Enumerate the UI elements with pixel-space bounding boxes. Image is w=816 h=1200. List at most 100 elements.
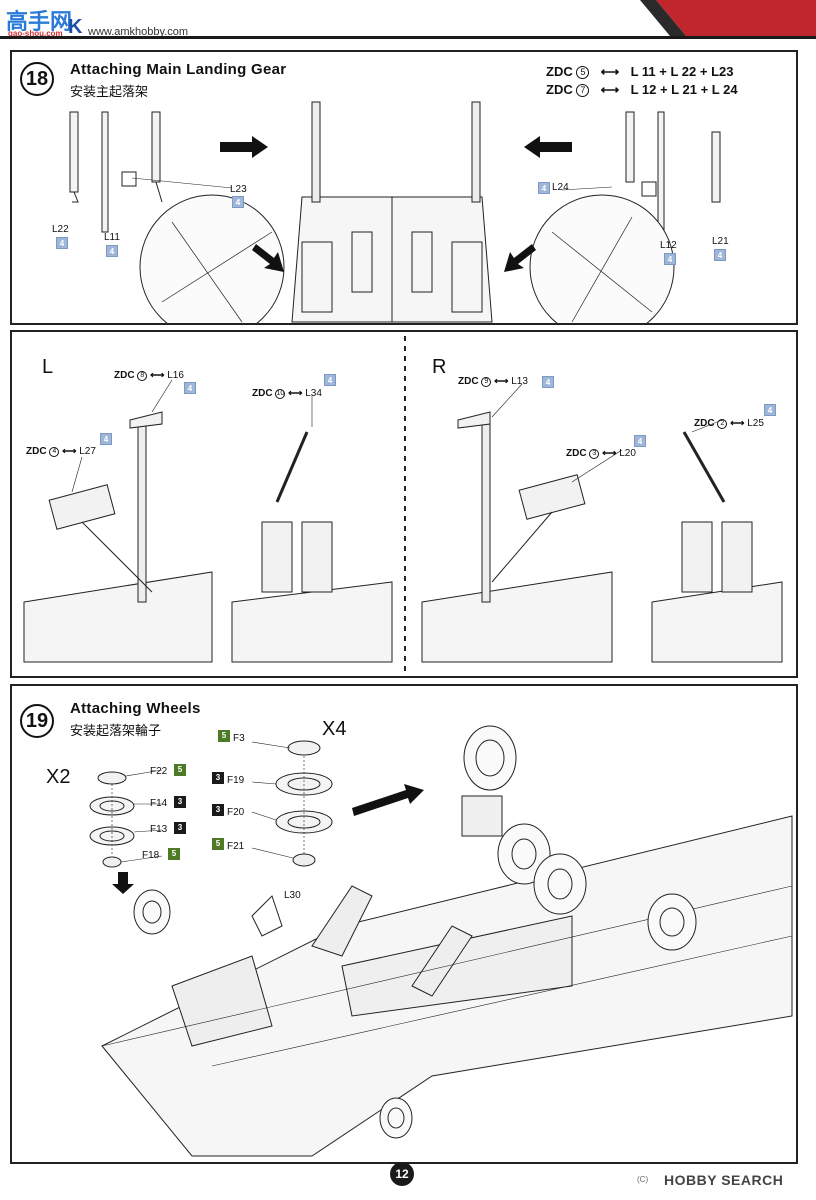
logo-sub-text: gao-shou.com	[8, 29, 63, 38]
zdc-prefix: ZDC	[114, 370, 135, 381]
site-logo[interactable]: 高手网 K gao-shou.com	[6, 4, 88, 38]
step-title: Attaching Main Landing Gear	[70, 61, 287, 78]
double-arrow-icon: ⟷	[600, 64, 620, 79]
part-label-l24: L24	[552, 182, 569, 193]
zdc-number: 8	[137, 371, 148, 381]
color-ref-badge: 3	[212, 772, 224, 784]
quantity-x4: X4	[322, 718, 347, 740]
zdc-instruction-8: ZDC 8 ⟷ L16	[114, 370, 184, 381]
zdc-number: 4	[49, 447, 60, 457]
zdc-instruction-7: ZDC 7 ⟷ L 12 + L 21 + L 24	[546, 82, 738, 98]
double-arrow-icon: ⟷	[600, 82, 620, 97]
zdc-instruction-9: ZDC 9 ⟷ L13	[458, 376, 528, 387]
color-ref-badge: 5	[212, 838, 224, 850]
color-ref-badge: 5	[218, 730, 230, 742]
instruction-ref-badge: 4	[538, 182, 550, 194]
part-label-l22: L22	[52, 224, 69, 235]
watermark-copyright: (C)	[637, 1175, 649, 1184]
logo-k-text: K	[68, 16, 83, 38]
logo-main-text: 高手网	[6, 10, 73, 35]
website-url: www.amkhobby.com	[88, 26, 189, 38]
zdc-prefix: ZDC	[546, 82, 573, 97]
instruction-ref-badge: 4	[634, 435, 646, 447]
page-header: 高手网 K gao-shou.com www.amkhobby.com	[0, 0, 816, 44]
instruction-ref-badge: 4	[100, 433, 112, 445]
quantity-x2: X2	[46, 766, 71, 788]
part-label-f19: F19	[227, 775, 245, 786]
zdc-number: 5	[576, 66, 590, 79]
zdc-prefix: ZDC	[26, 446, 47, 457]
zdc-instruction-2: ZDC 2 ⟷ L25	[694, 418, 764, 429]
part-label-l23: L23	[230, 184, 247, 195]
right-side-label: R	[432, 356, 447, 378]
zdc-instruction-5: ZDC 5 ⟷ L 11 + L 22 + L23	[546, 64, 733, 80]
instruction-ref-badge: 4	[324, 374, 336, 386]
part-label: L13	[511, 376, 528, 387]
color-ref-badge: 3	[212, 804, 224, 816]
zdc-number: 3	[589, 449, 600, 459]
instruction-ref-badge: 4	[714, 249, 726, 261]
step-19-panel: 19 Attaching Wheels 安装起落架輪子 X2 X4	[10, 684, 798, 1164]
part-label-f20: F20	[227, 807, 245, 818]
color-ref-badge: 3	[174, 822, 186, 834]
zdc-instruction-4: ZDC 4 ⟷ L27	[26, 446, 96, 457]
instruction-ref-badge: 4	[232, 196, 244, 208]
part-label: L34	[305, 388, 322, 399]
part-label-f22: F22	[150, 766, 168, 777]
left-right-gear-panel: L R ZDC 8 ⟷ L16 4 4 ZDC 10 ⟷ L34 4 ZDC 4…	[10, 330, 798, 678]
header-rule	[0, 36, 816, 39]
step-18-panel: 18 Attaching Main Landing Gear 安装主起落架 ZD…	[10, 50, 798, 325]
zdc-parts: L 12 + L 21 + L 24	[630, 82, 738, 97]
zdc-number: 2	[717, 419, 728, 429]
zdc-number: 9	[481, 377, 492, 387]
instruction-ref-badge: 4	[664, 253, 676, 265]
zdc-prefix: ZDC	[694, 418, 715, 429]
instruction-ref-badge: 4	[764, 404, 776, 416]
part-label-f21: F21	[227, 841, 245, 852]
double-arrow-icon: ⟷	[730, 418, 745, 429]
instruction-ref-badge: 4	[56, 237, 68, 249]
part-label: L27	[79, 446, 96, 457]
color-ref-badge: 5	[168, 848, 180, 860]
gear-detail-illustration	[23, 336, 783, 672]
step-18-illustration	[69, 101, 721, 323]
zdc-parts: L 11 + L 22 + L23	[630, 64, 734, 79]
zdc-instruction-3: ZDC 3 ⟷ L20	[566, 448, 636, 459]
zdc-number: 7	[576, 84, 590, 97]
zdc-prefix: ZDC	[458, 376, 479, 387]
part-label-l11: L11	[104, 232, 120, 243]
part-label-l21: L21	[712, 236, 729, 247]
part-label-f13: F13	[150, 824, 168, 835]
step-subtitle: 安装主起落架	[70, 85, 149, 100]
zdc-prefix: ZDC	[566, 448, 587, 459]
zdc-number: 10	[275, 389, 286, 399]
double-arrow-icon: ⟷	[150, 370, 165, 381]
instruction-ref-badge: 4	[106, 245, 118, 257]
part-label-f3: F3	[233, 733, 245, 744]
zdc-prefix: ZDC	[252, 388, 273, 399]
double-arrow-icon: ⟷	[62, 446, 77, 457]
color-ref-badge: 5	[174, 764, 186, 776]
step-number: 19	[20, 704, 54, 738]
zdc-prefix: ZDC	[546, 64, 573, 79]
color-ref-badge: 3	[174, 796, 186, 808]
part-label-l30: L30	[284, 890, 301, 901]
step-19-illustration	[89, 725, 793, 1157]
double-arrow-icon: ⟷	[494, 376, 509, 387]
step-title: Attaching Wheels	[70, 700, 201, 717]
part-label-f18: F18	[142, 850, 160, 861]
left-side-label: L	[42, 356, 54, 378]
watermark-text: HOBBY SEARCH	[664, 1172, 784, 1188]
zdc-instruction-10: ZDC 10 ⟷ L34	[252, 388, 322, 399]
step-subtitle: 安装起落架輪子	[70, 724, 162, 739]
double-arrow-icon: ⟷	[602, 448, 617, 459]
part-label-l12: L12	[660, 240, 677, 251]
double-arrow-icon: ⟷	[288, 388, 303, 399]
part-label: L25	[747, 418, 764, 429]
instruction-ref-badge: 4	[184, 382, 196, 394]
page-number: 12	[390, 1162, 414, 1186]
part-label: L16	[167, 370, 184, 381]
header-stripe-graphic	[640, 0, 816, 36]
instruction-ref-badge: 4	[542, 376, 554, 388]
part-label: L20	[619, 448, 636, 459]
